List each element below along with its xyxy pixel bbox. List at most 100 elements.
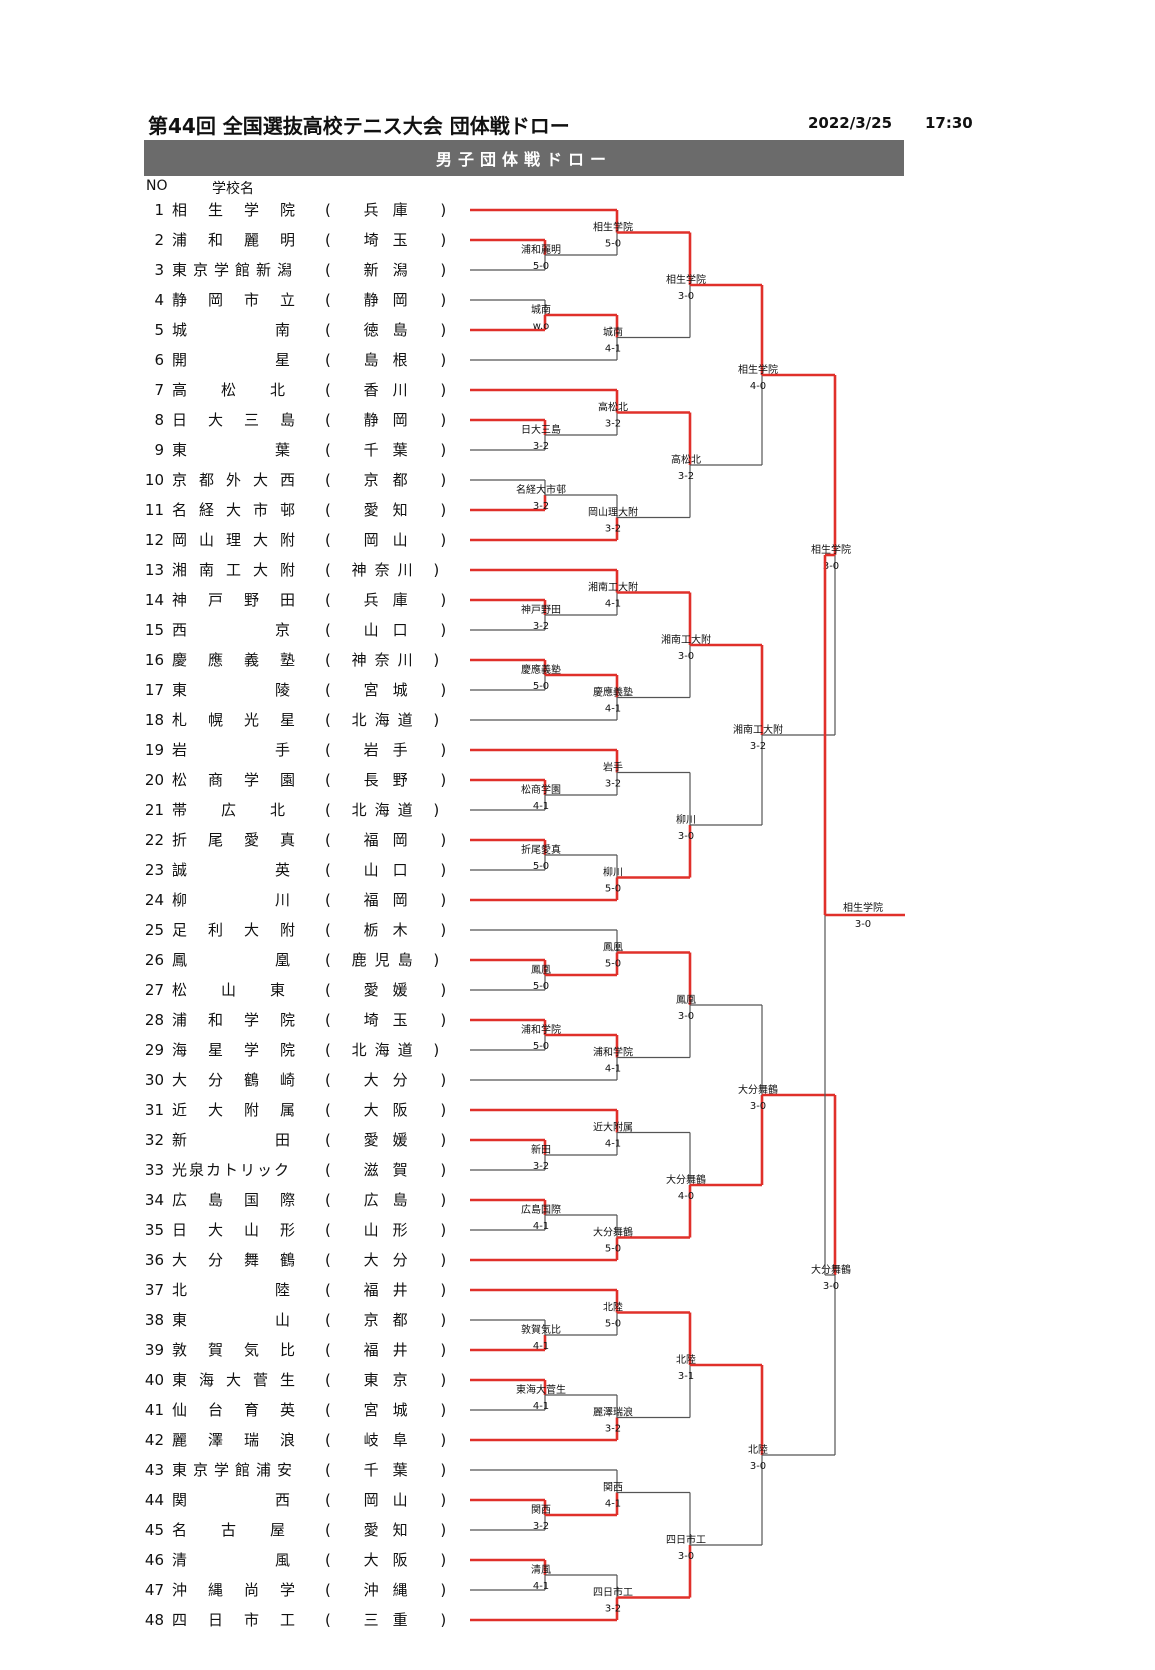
match-result-label: 4-1	[533, 1401, 549, 1412]
team-row: 35 日大山形 ( 山形 )	[0, 1218, 460, 1242]
school-name: 開星	[172, 351, 379, 369]
team-number: 26	[144, 951, 164, 969]
team-number: 19	[144, 741, 164, 759]
school-name: 帯広北	[172, 801, 320, 819]
match-result-label: 5-0	[533, 1041, 549, 1052]
school-name: 浦和学院	[172, 1011, 317, 1029]
team-number: 35	[144, 1221, 164, 1239]
match-result-label: 4-0	[678, 1191, 694, 1202]
prefecture: ( 鹿児島 )	[325, 951, 448, 969]
match-result-label: 湘南工大附	[661, 633, 711, 646]
school-name: 誠英	[172, 861, 379, 879]
match-result-label: 名経大市邨	[516, 483, 566, 496]
prefecture: ( 愛知 )	[325, 501, 461, 519]
prefecture: ( 兵庫 )	[325, 591, 461, 609]
prefecture: ( 愛媛 )	[325, 1131, 461, 1149]
prefecture: ( 福岡 )	[325, 891, 461, 909]
team-number: 14	[144, 591, 164, 609]
match-result-label: 大分舞鶴	[666, 1173, 706, 1186]
prefecture: ( 山口 )	[325, 621, 461, 639]
team-number: 37	[144, 1281, 164, 1299]
team-number: 34	[144, 1191, 164, 1209]
school-name: 麗澤瑞浪	[172, 1431, 317, 1449]
school-name: 名経大市邨	[172, 501, 308, 519]
match-result-label: 4-1	[605, 1499, 621, 1510]
match-result-label: 3-0	[678, 1011, 694, 1022]
school-name: 松商学園	[172, 771, 317, 789]
school-name: 東京学館新潟	[172, 261, 299, 279]
school-name: 日大山形	[172, 1221, 317, 1239]
school-name: 相生学院	[172, 201, 317, 219]
team-number: 7	[154, 381, 164, 399]
prefecture: ( 北海道 )	[325, 1041, 448, 1059]
school-name: 大分舞鶴	[172, 1251, 317, 1269]
team-number: 23	[144, 861, 164, 879]
match-result-label: 4-1	[605, 344, 621, 355]
match-result-label: 浦和学院	[593, 1046, 633, 1059]
match-result-label: 3-0	[678, 651, 694, 662]
school-name: 東葉	[172, 441, 379, 459]
school-name: 沖縄尚学	[172, 1581, 317, 1599]
prefecture: ( 福岡 )	[325, 831, 461, 849]
match-result-label: 相生学院	[666, 273, 706, 286]
prefecture: ( 神奈川 )	[325, 561, 448, 579]
prefecture: ( 栃木 )	[325, 921, 461, 939]
team-number: 46	[144, 1551, 164, 1569]
team-number: 27	[144, 981, 164, 999]
school-name: 関西	[172, 1491, 379, 1509]
match-result-label: 湘南工大附	[588, 581, 638, 594]
team-number: 8	[154, 411, 164, 429]
match-result-label: 3-0	[855, 919, 871, 930]
school-name: 名古屋	[172, 1521, 320, 1539]
match-result-label: 3-2	[750, 741, 766, 752]
match-result-label: 近大附属	[593, 1121, 633, 1134]
prefecture: ( 島根 )	[325, 351, 461, 369]
match-result-label: 4-1	[605, 704, 621, 715]
prefecture: ( 山形 )	[325, 1221, 461, 1239]
school-name: 折尾愛真	[172, 831, 317, 849]
prefecture: ( 京都 )	[325, 1311, 461, 1329]
match-result-label: 高松北	[598, 401, 628, 414]
school-name: 日大三島	[172, 411, 317, 429]
match-result-label: 岡山理大附	[588, 506, 638, 519]
team-number: 1	[154, 201, 164, 219]
prefecture: ( 北海道 )	[325, 711, 448, 729]
match-result-label: 4-1	[533, 1341, 549, 1352]
team-number: 28	[144, 1011, 164, 1029]
match-result-label: 3-2	[533, 1521, 549, 1532]
match-result-label: 5-0	[605, 1244, 621, 1255]
match-result-label: 相生学院	[738, 363, 778, 376]
prefecture: ( 埼玉 )	[325, 231, 461, 249]
team-number: 16	[144, 651, 164, 669]
match-result-label: 4-1	[533, 801, 549, 812]
match-result-label: 浦和学院	[521, 1023, 561, 1036]
column-header-no: NO	[146, 178, 168, 194]
match-result-label: 鳳凰	[676, 994, 696, 1006]
match-result-label: 浦和麗明	[521, 243, 561, 256]
school-name: 松山東	[172, 981, 320, 999]
prefecture: ( 岩手 )	[325, 741, 461, 759]
match-result-label: 東海大菅生	[516, 1383, 566, 1396]
match-result-label: 4-1	[533, 1581, 549, 1592]
match-result-label: 4-1	[605, 599, 621, 610]
date-stamp: 2022/3/25	[808, 114, 893, 132]
school-name: 新田	[172, 1131, 379, 1149]
match-result-label: 3-0	[678, 291, 694, 302]
match-result-label: 城南	[531, 303, 551, 316]
match-result-label: 3-2	[605, 419, 621, 430]
match-result-label: 相生学院	[843, 901, 883, 914]
match-result-label: 四日市工	[593, 1586, 633, 1599]
